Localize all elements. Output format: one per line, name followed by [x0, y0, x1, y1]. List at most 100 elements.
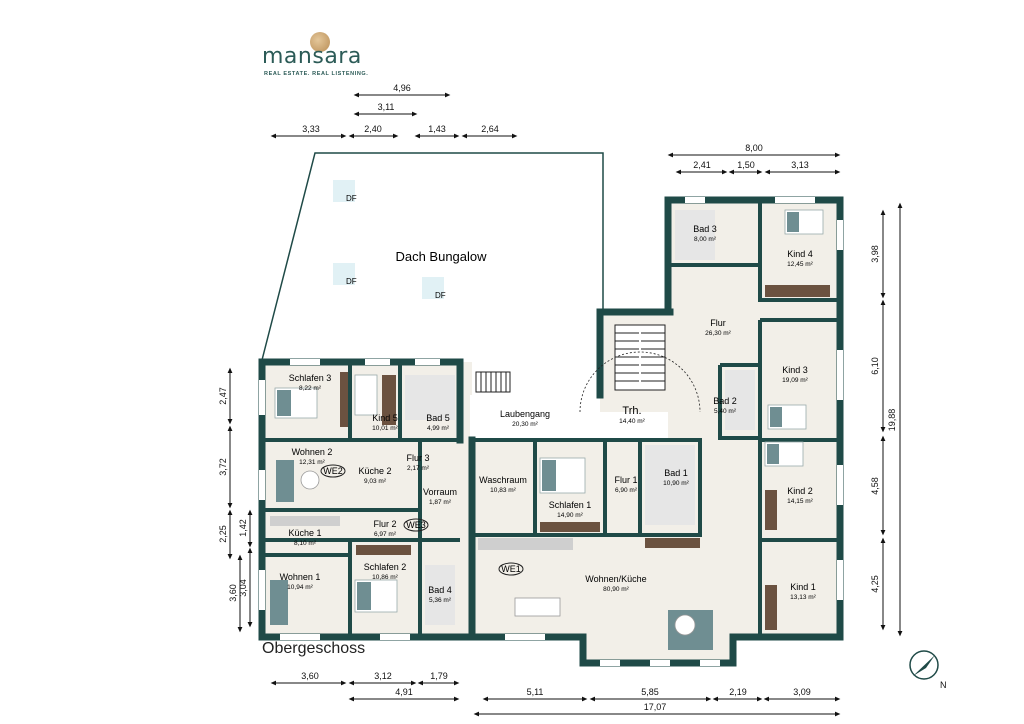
room-area: 10,94 m² — [287, 584, 313, 591]
dim-top-b: 2,40 — [364, 124, 382, 134]
room-area: 80,90 m² — [603, 586, 629, 593]
room-area: 19,09 m² — [782, 377, 808, 384]
room-name: Kind 2 — [787, 486, 813, 496]
dim-right-c: 4,58 — [870, 477, 880, 495]
brand-logo: mansara REAL ESTATE. REAL LISTENING. — [262, 30, 382, 80]
bathtub-bad-1 — [645, 445, 695, 525]
shower-bad-4 — [425, 565, 455, 625]
dim-topright-a: 2,41 — [693, 160, 711, 170]
coffee-table-we1 — [674, 614, 696, 636]
kitchen-counter-we1 — [478, 538, 573, 550]
room-name: Flur — [710, 318, 726, 328]
wardrobe-kind-2 — [765, 490, 777, 530]
room-name: Wohnen 2 — [292, 447, 333, 457]
kitchen-counter-kuche-1 — [270, 516, 340, 526]
dim-bottom-b: 3,12 — [374, 671, 392, 681]
unit-markers: WE1 WE2 WE3 — [320, 464, 524, 576]
room-area: 5,36 m² — [429, 597, 452, 604]
bed-kind-5 — [354, 374, 378, 416]
dim-top-mid: 3,11 — [378, 102, 395, 112]
wardrobe-schlafen-2 — [356, 545, 411, 555]
room-area: 10,90 m² — [663, 480, 689, 487]
stairs-main — [614, 324, 666, 391]
logo-mark-icon — [310, 32, 330, 52]
wardrobe-kind-1 — [765, 585, 777, 630]
room-name: Kind 5 — [372, 413, 398, 423]
room-area: 26,30 m² — [705, 330, 731, 337]
room-name: Wohnen 1 — [280, 572, 321, 582]
room-name: Schlafen 2 — [364, 562, 407, 572]
room-name: Trh. — [622, 405, 641, 417]
skylight-label-3: DF — [435, 291, 446, 300]
dim-bottom-c: 1,79 — [430, 671, 448, 681]
dim-topright-b: 1,50 — [737, 160, 755, 170]
room-name: Kind 1 — [790, 582, 816, 592]
unit-label: WE2 — [323, 466, 343, 476]
room-name: Kind 3 — [782, 365, 808, 375]
room-area: 6,90 m² — [615, 487, 638, 494]
dining-table-we1 — [514, 597, 561, 617]
room-area: 10,86 m² — [372, 574, 398, 581]
interior-walls — [262, 200, 840, 637]
room-area: 14,90 m² — [557, 512, 583, 519]
dim-bottom-h: 3,09 — [793, 687, 811, 697]
room-name: Flur 2 — [373, 519, 396, 529]
dim-right-d: 4,25 — [870, 575, 880, 593]
floor-label: Obergeschoss — [262, 640, 366, 657]
dim-bottom-a: 3,60 — [301, 671, 319, 681]
brand-tagline: REAL ESTATE. REAL LISTENING. — [264, 71, 369, 77]
dim-left-c: 2,25 — [218, 525, 228, 543]
bathtub-bad-2 — [725, 370, 755, 430]
windows — [259, 197, 843, 666]
dim-bottom-total: 17,07 — [644, 702, 667, 712]
room-area: 12,45 m² — [787, 261, 813, 268]
room-area: 4,99 m² — [427, 425, 450, 432]
room-name: Vorraum — [423, 487, 457, 497]
wardrobe-kind-4 — [765, 285, 830, 297]
wardrobe-bad-1 — [645, 538, 700, 548]
dim-bottom-g: 2,19 — [729, 687, 747, 697]
room-area: 9,03 m² — [364, 478, 387, 485]
sofa-wohnen-1 — [270, 580, 288, 625]
room-labels: Bad 3 8,00 m² Kind 4 12,45 m² Flur 26,30… — [280, 224, 817, 604]
dim-right-b: 6,10 — [870, 357, 880, 375]
dimension-lines — [227, 92, 903, 717]
room-name: Bad 2 — [713, 396, 737, 406]
wardrobe-kind-5 — [382, 375, 396, 425]
room-name: Waschraum — [479, 475, 527, 485]
dim-left-b: 3,72 — [218, 458, 228, 476]
skylight-2 — [333, 263, 355, 285]
dim-left-e: 3,60 — [228, 584, 238, 602]
room-name: Küche 2 — [358, 466, 391, 476]
dim-left-f: 3,04 — [238, 579, 248, 597]
dim-top-c: 1,43 — [428, 124, 446, 134]
room-name: Laubengang — [500, 409, 550, 419]
dim-topright-total: 8,00 — [745, 143, 763, 153]
wardrobe-schlafen-1 — [540, 522, 600, 532]
sofa-wohnen-2 — [276, 460, 294, 502]
room-area: 5,40 m² — [714, 408, 737, 415]
furniture — [270, 209, 830, 650]
dim-top-d: 2,64 — [481, 124, 499, 134]
unit-label: WE3 — [406, 520, 426, 530]
bathtub-bad-3 — [675, 210, 715, 260]
skylight-label-1: DF — [346, 194, 357, 203]
dim-right-total: 19,88 — [887, 409, 897, 432]
skylight-1 — [333, 180, 355, 202]
dim-topright-c: 3,13 — [791, 160, 809, 170]
room-name: Kind 4 — [787, 249, 813, 259]
landing-door-swing — [579, 351, 701, 413]
room-name: Küche 1 — [288, 528, 321, 538]
skylight-label-2: DF — [346, 277, 357, 286]
unit-label: WE1 — [501, 564, 521, 574]
room-name: Flur 3 — [406, 453, 429, 463]
room-name: Bad 3 — [693, 224, 717, 234]
room-area: 1,87 m² — [429, 499, 452, 506]
skylight-3 — [422, 277, 444, 299]
room-area: 13,13 m² — [790, 594, 816, 601]
compass-north-label: N — [940, 680, 947, 690]
brand-name: mansara — [262, 44, 362, 69]
room-area: 20,30 m² — [512, 421, 538, 428]
stairs-laubengang — [475, 371, 511, 393]
